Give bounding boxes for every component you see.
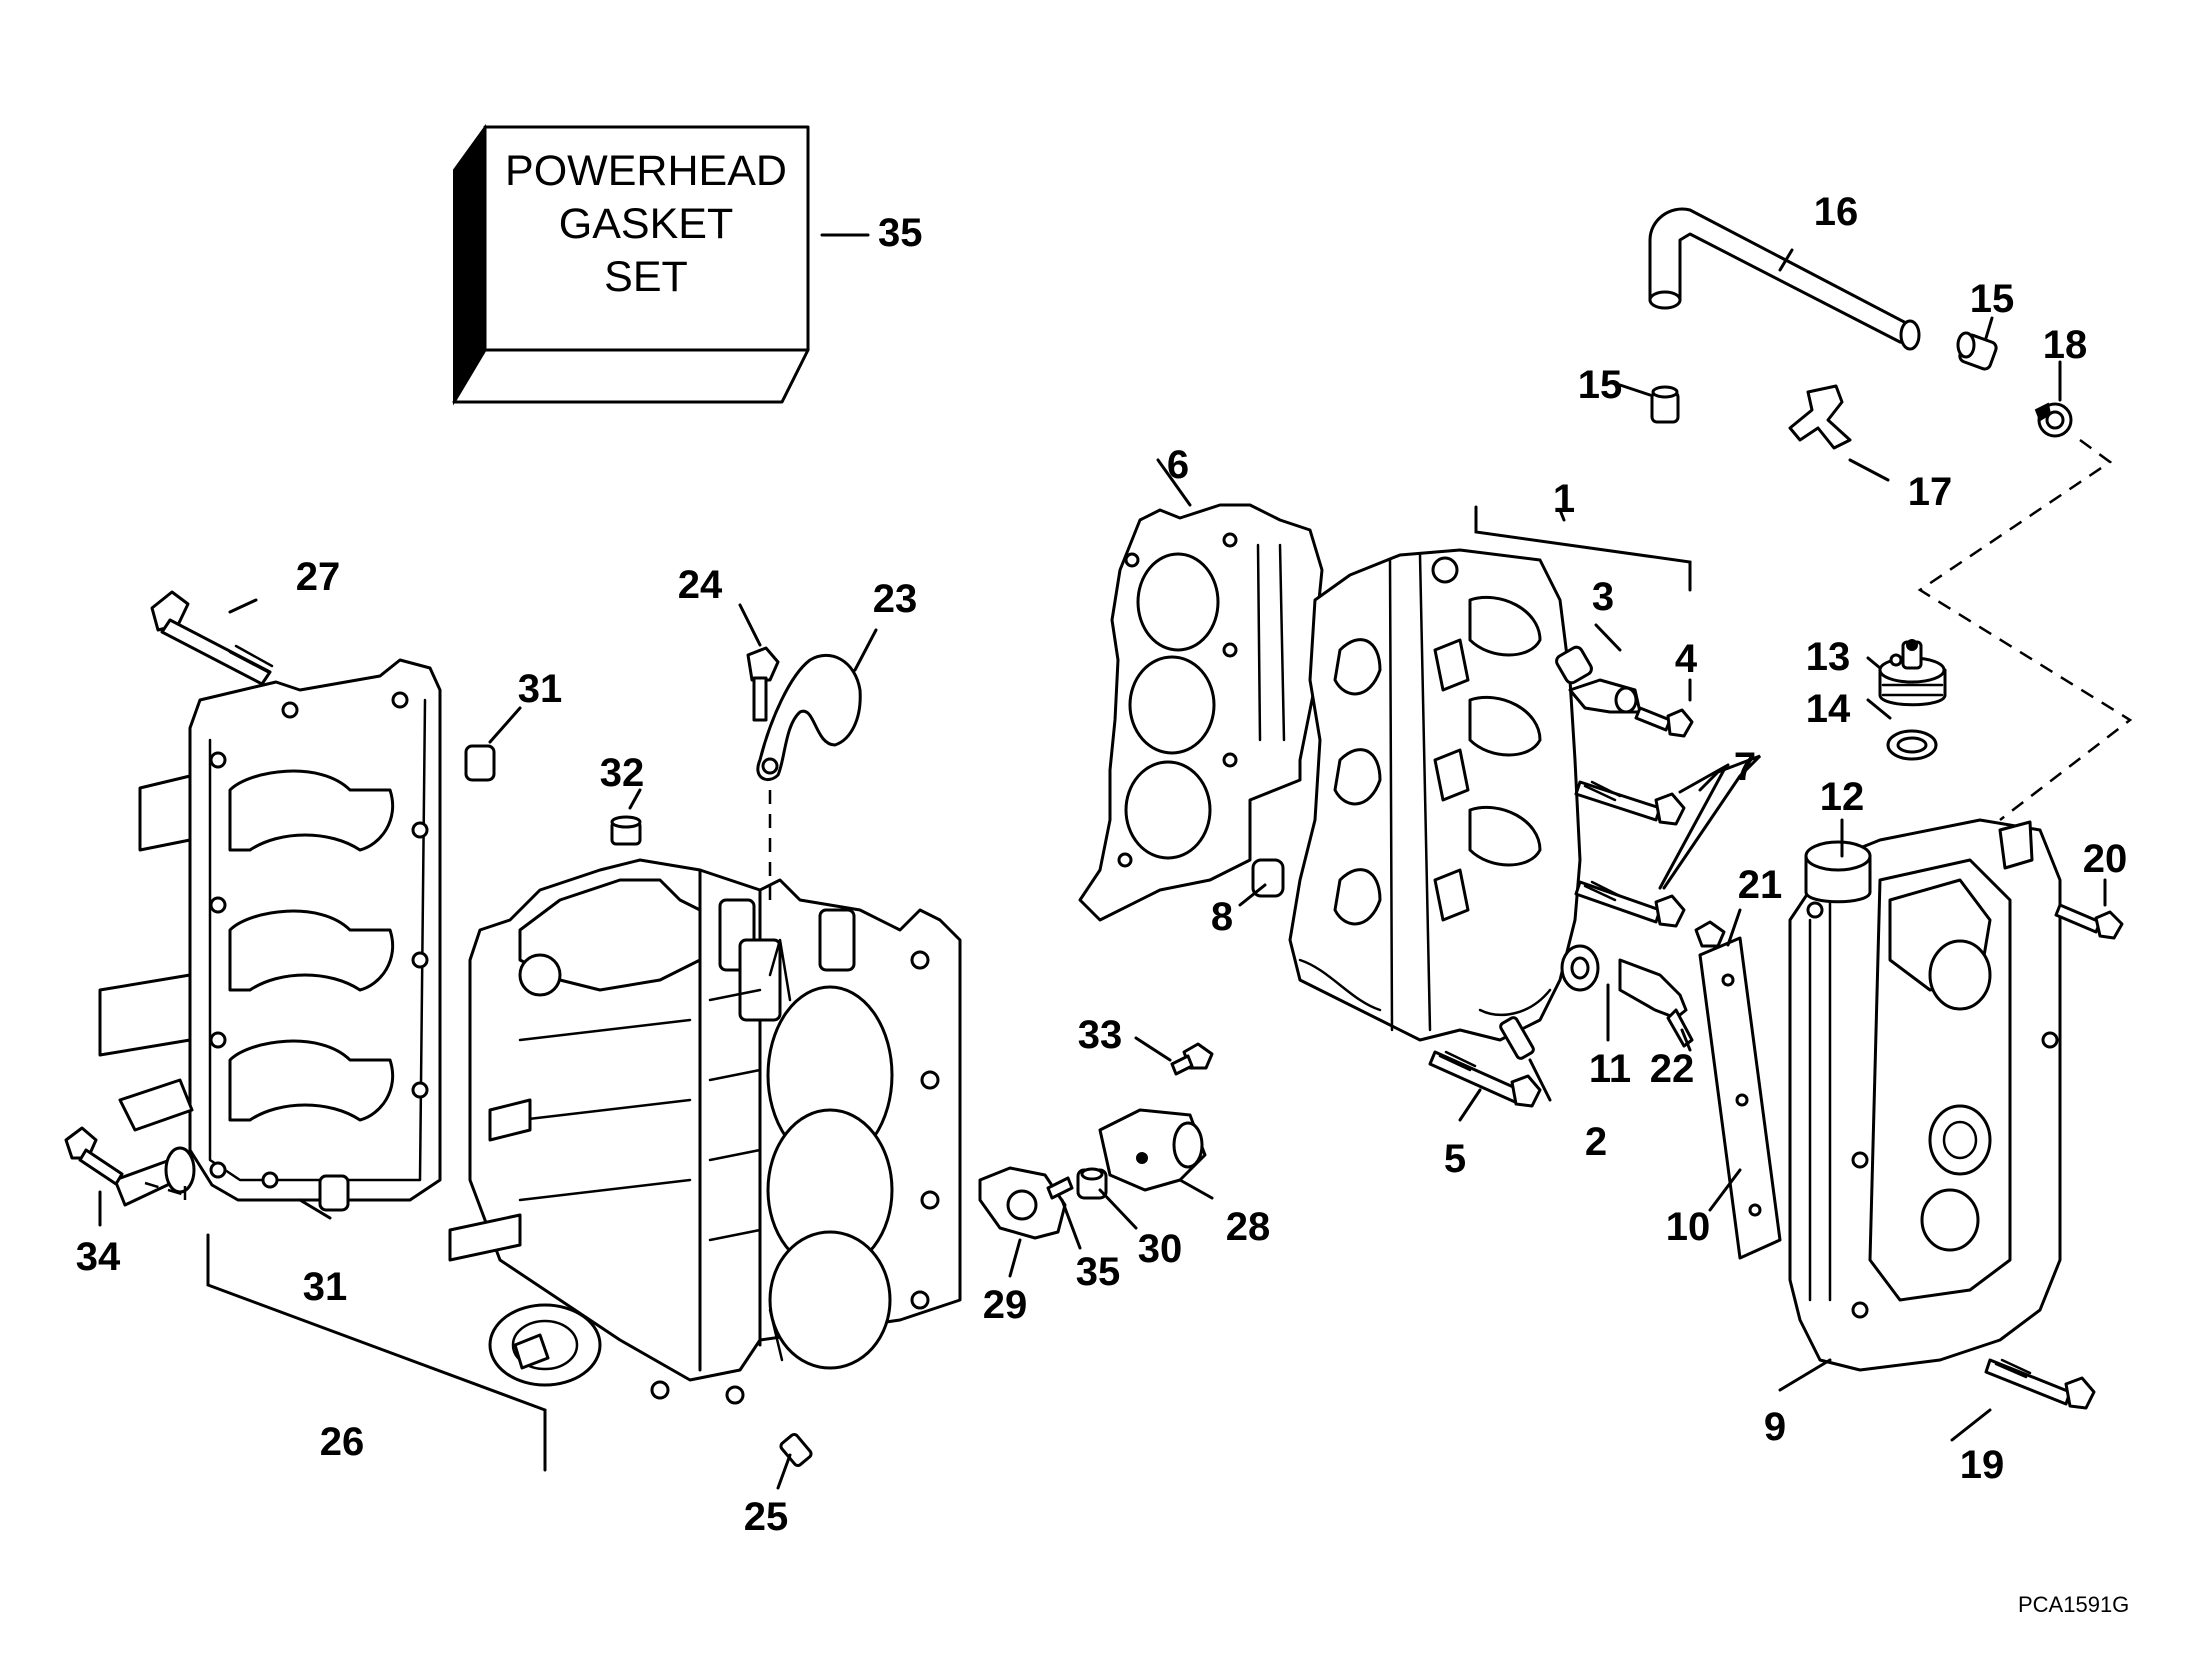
callout-29: 29: [983, 1283, 1028, 1327]
screw-part-4: [1634, 706, 1694, 738]
callout-5: 5: [1444, 1137, 1466, 1181]
callout-22: 22: [1650, 1047, 1695, 1091]
fitting-part-15-right: [1956, 331, 1998, 371]
callout-8: 8: [1211, 895, 1233, 939]
callout-16: 16: [1814, 190, 1859, 234]
callout-6: 6: [1167, 443, 1189, 487]
cylinder-block: [448, 858, 962, 1405]
callout-27: 27: [296, 555, 341, 599]
assembly-dashed-lines: [144, 438, 2133, 1200]
bolt-part-5: [1428, 1050, 1542, 1108]
fitting-part-13: [1878, 639, 1947, 707]
callout-1: 1: [1553, 477, 1575, 521]
callout-32: 32: [600, 751, 645, 795]
callout-18: 18: [2043, 323, 2088, 367]
callout-3: 3: [1592, 575, 1614, 619]
screw-part-20: [2054, 903, 2124, 940]
callout-19: 19: [1960, 1443, 2005, 1487]
callout-numbers: 1 2 3 4 5 6 7 8 9 10 11 12 13 14 15 15 1…: [76, 190, 2128, 1539]
cap-part-12: [1804, 840, 1872, 904]
callout-31-bottom: 31: [303, 1265, 348, 1309]
callout-9: 9: [1764, 1405, 1786, 1449]
clamp-part-18: [2034, 402, 2073, 438]
callout-15-right: 15: [1970, 277, 2015, 321]
exhaust-manifold-part-26: [98, 658, 442, 1207]
callout-30: 30: [1138, 1227, 1183, 1271]
cylinder-head-part-1: [1288, 548, 1582, 1042]
elbow-fitting-part-3: [1555, 645, 1642, 714]
callout-28: 28: [1226, 1205, 1271, 1249]
callout-35-gasket-set: 35: [878, 211, 923, 255]
hose-part-16: [1648, 207, 1921, 351]
callout-20: 20: [2083, 837, 2128, 881]
cover-part-28: [1098, 1108, 1207, 1192]
screw-part-34: [64, 1126, 124, 1186]
gasket-box-line-3: SET: [604, 253, 688, 301]
gasket-box-line-2: GASKET: [559, 200, 733, 248]
sensor-part-22: [1618, 958, 1694, 1048]
nut-part-32: [610, 815, 642, 846]
screw-part-35: [1046, 1176, 1074, 1200]
leader-lines: [98, 248, 2107, 1490]
screw-part-21: [1694, 920, 1726, 948]
callout-34: 34: [76, 1235, 121, 1279]
bolt-part-27: [150, 590, 274, 686]
callout-33: 33: [1078, 1013, 1123, 1057]
gasket-part-29: [978, 1166, 1067, 1240]
bushing-part-31-top: [464, 744, 496, 782]
callout-25: 25: [744, 1495, 789, 1539]
callout-13: 13: [1806, 635, 1851, 679]
screw-part-24: [746, 646, 780, 722]
callout-24: 24: [678, 563, 723, 607]
callout-31-top: 31: [518, 667, 563, 711]
callout-35: 35: [1076, 1250, 1121, 1294]
bracket-part-23: [756, 654, 862, 781]
callout-2: 2: [1585, 1120, 1607, 1164]
head-cover-part-9: [1788, 818, 2062, 1372]
clamp-part-17: [1788, 384, 1852, 450]
callout-12: 12: [1820, 775, 1865, 819]
callout-23: 23: [873, 577, 918, 621]
callout-26: 26: [320, 1420, 365, 1464]
ring-part-11: [1560, 944, 1600, 992]
callout-15-left: 15: [1578, 363, 1623, 407]
callout-21: 21: [1738, 863, 1783, 907]
gasket-box-line-1: POWERHEAD: [505, 147, 787, 195]
callout-7: 7: [1734, 745, 1756, 789]
bushing-part-31-bottom: [318, 1174, 350, 1212]
figure-code: PCA1591G: [2018, 1592, 2129, 1617]
head-gasket-part-6: [1078, 503, 1324, 922]
bolt-part-19: [1984, 1358, 2096, 1410]
screw-part-33: [1170, 1042, 1214, 1076]
callout-10: 10: [1666, 1205, 1711, 1249]
plug-part-2: [1499, 1016, 1535, 1060]
bolt-part-7-lower: [1574, 880, 1686, 928]
fitting-part-15-left: [1650, 385, 1680, 424]
callout-11: 11: [1589, 1047, 1631, 1091]
gasket-part-10: [1698, 936, 1782, 1260]
plug-part-25: [779, 1432, 813, 1468]
bolt-part-7-upper: [1574, 780, 1686, 826]
callout-17: 17: [1908, 470, 1953, 514]
callout-14: 14: [1806, 687, 1851, 731]
gasket-set-box: POWERHEAD GASKET SET 35: [452, 123, 923, 406]
callout-4: 4: [1675, 637, 1698, 681]
